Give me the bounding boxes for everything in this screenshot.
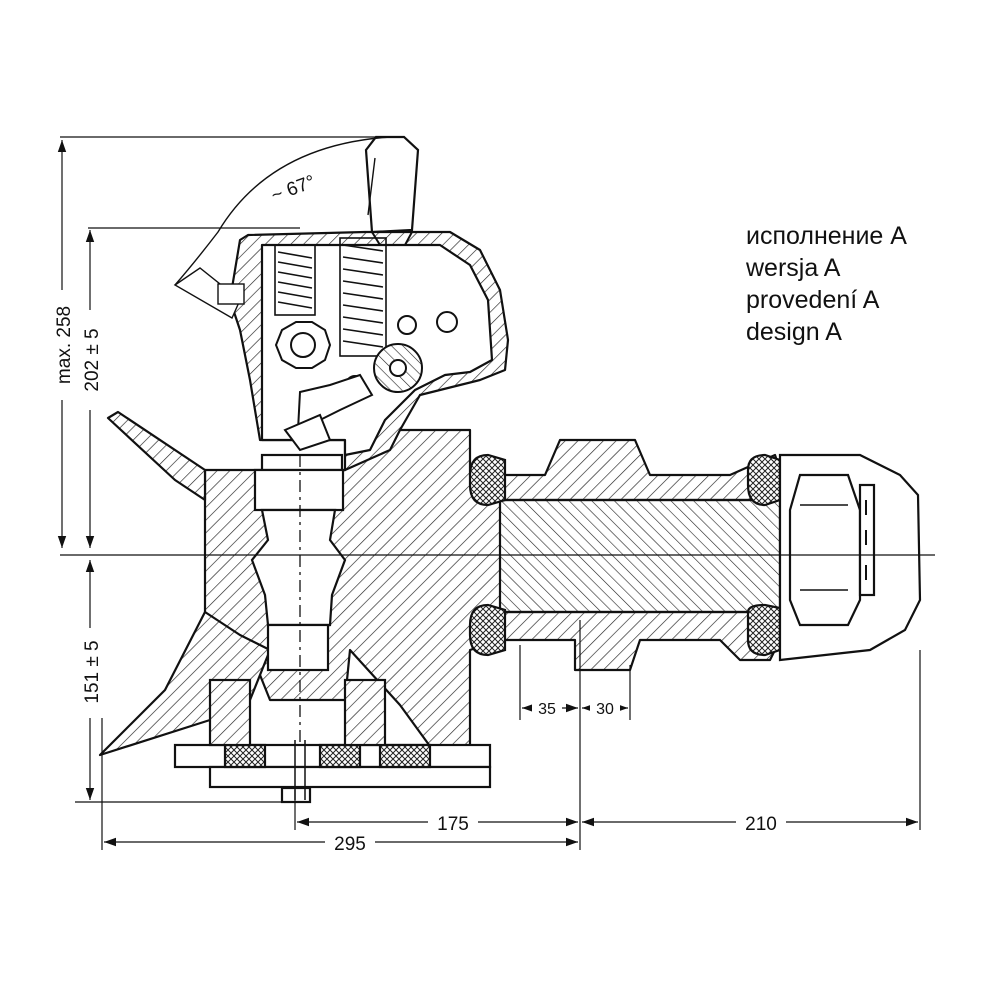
rubber-ring-rear-top: [746, 453, 782, 507]
dim-210: 210: [745, 814, 777, 835]
legend-item-czech: provedení A: [746, 286, 880, 314]
dim-175: 175: [437, 814, 469, 835]
coupling-pin: [250, 453, 347, 760]
coupling-body: [98, 230, 782, 762]
rubber-ring-rear-bottom: [746, 603, 782, 657]
legend-item-polish: wersja A: [746, 254, 841, 282]
operating-handle: [364, 135, 420, 246]
design-legend: исполнение A wersja A provedení A design…: [746, 220, 907, 348]
dim-30: 30: [596, 701, 614, 718]
jaw-upper: [106, 410, 207, 502]
rubber-ring-front-bottom: [468, 603, 507, 657]
inner-mechanism: [274, 237, 458, 452]
legend-item-russian: исполнение A: [746, 222, 907, 250]
legend-item-english: design A: [746, 318, 842, 346]
spring-left: [274, 244, 316, 316]
dim-35: 35: [538, 701, 556, 718]
rubber-ring-front-top: [468, 453, 507, 507]
dim-295: 295: [334, 834, 366, 855]
base-plate: [173, 678, 492, 804]
dim-angle: ~ 67°: [269, 172, 319, 207]
swing-arc: [173, 136, 391, 319]
spring-right: [339, 237, 387, 357]
dim-lower-height: 151 ± 5: [82, 640, 103, 703]
drawbar-assembly: [468, 453, 922, 662]
end-nut: [788, 473, 862, 627]
dim-max-height: max. 258: [54, 306, 75, 384]
dim-upper-height: 202 ± 5: [82, 328, 103, 391]
